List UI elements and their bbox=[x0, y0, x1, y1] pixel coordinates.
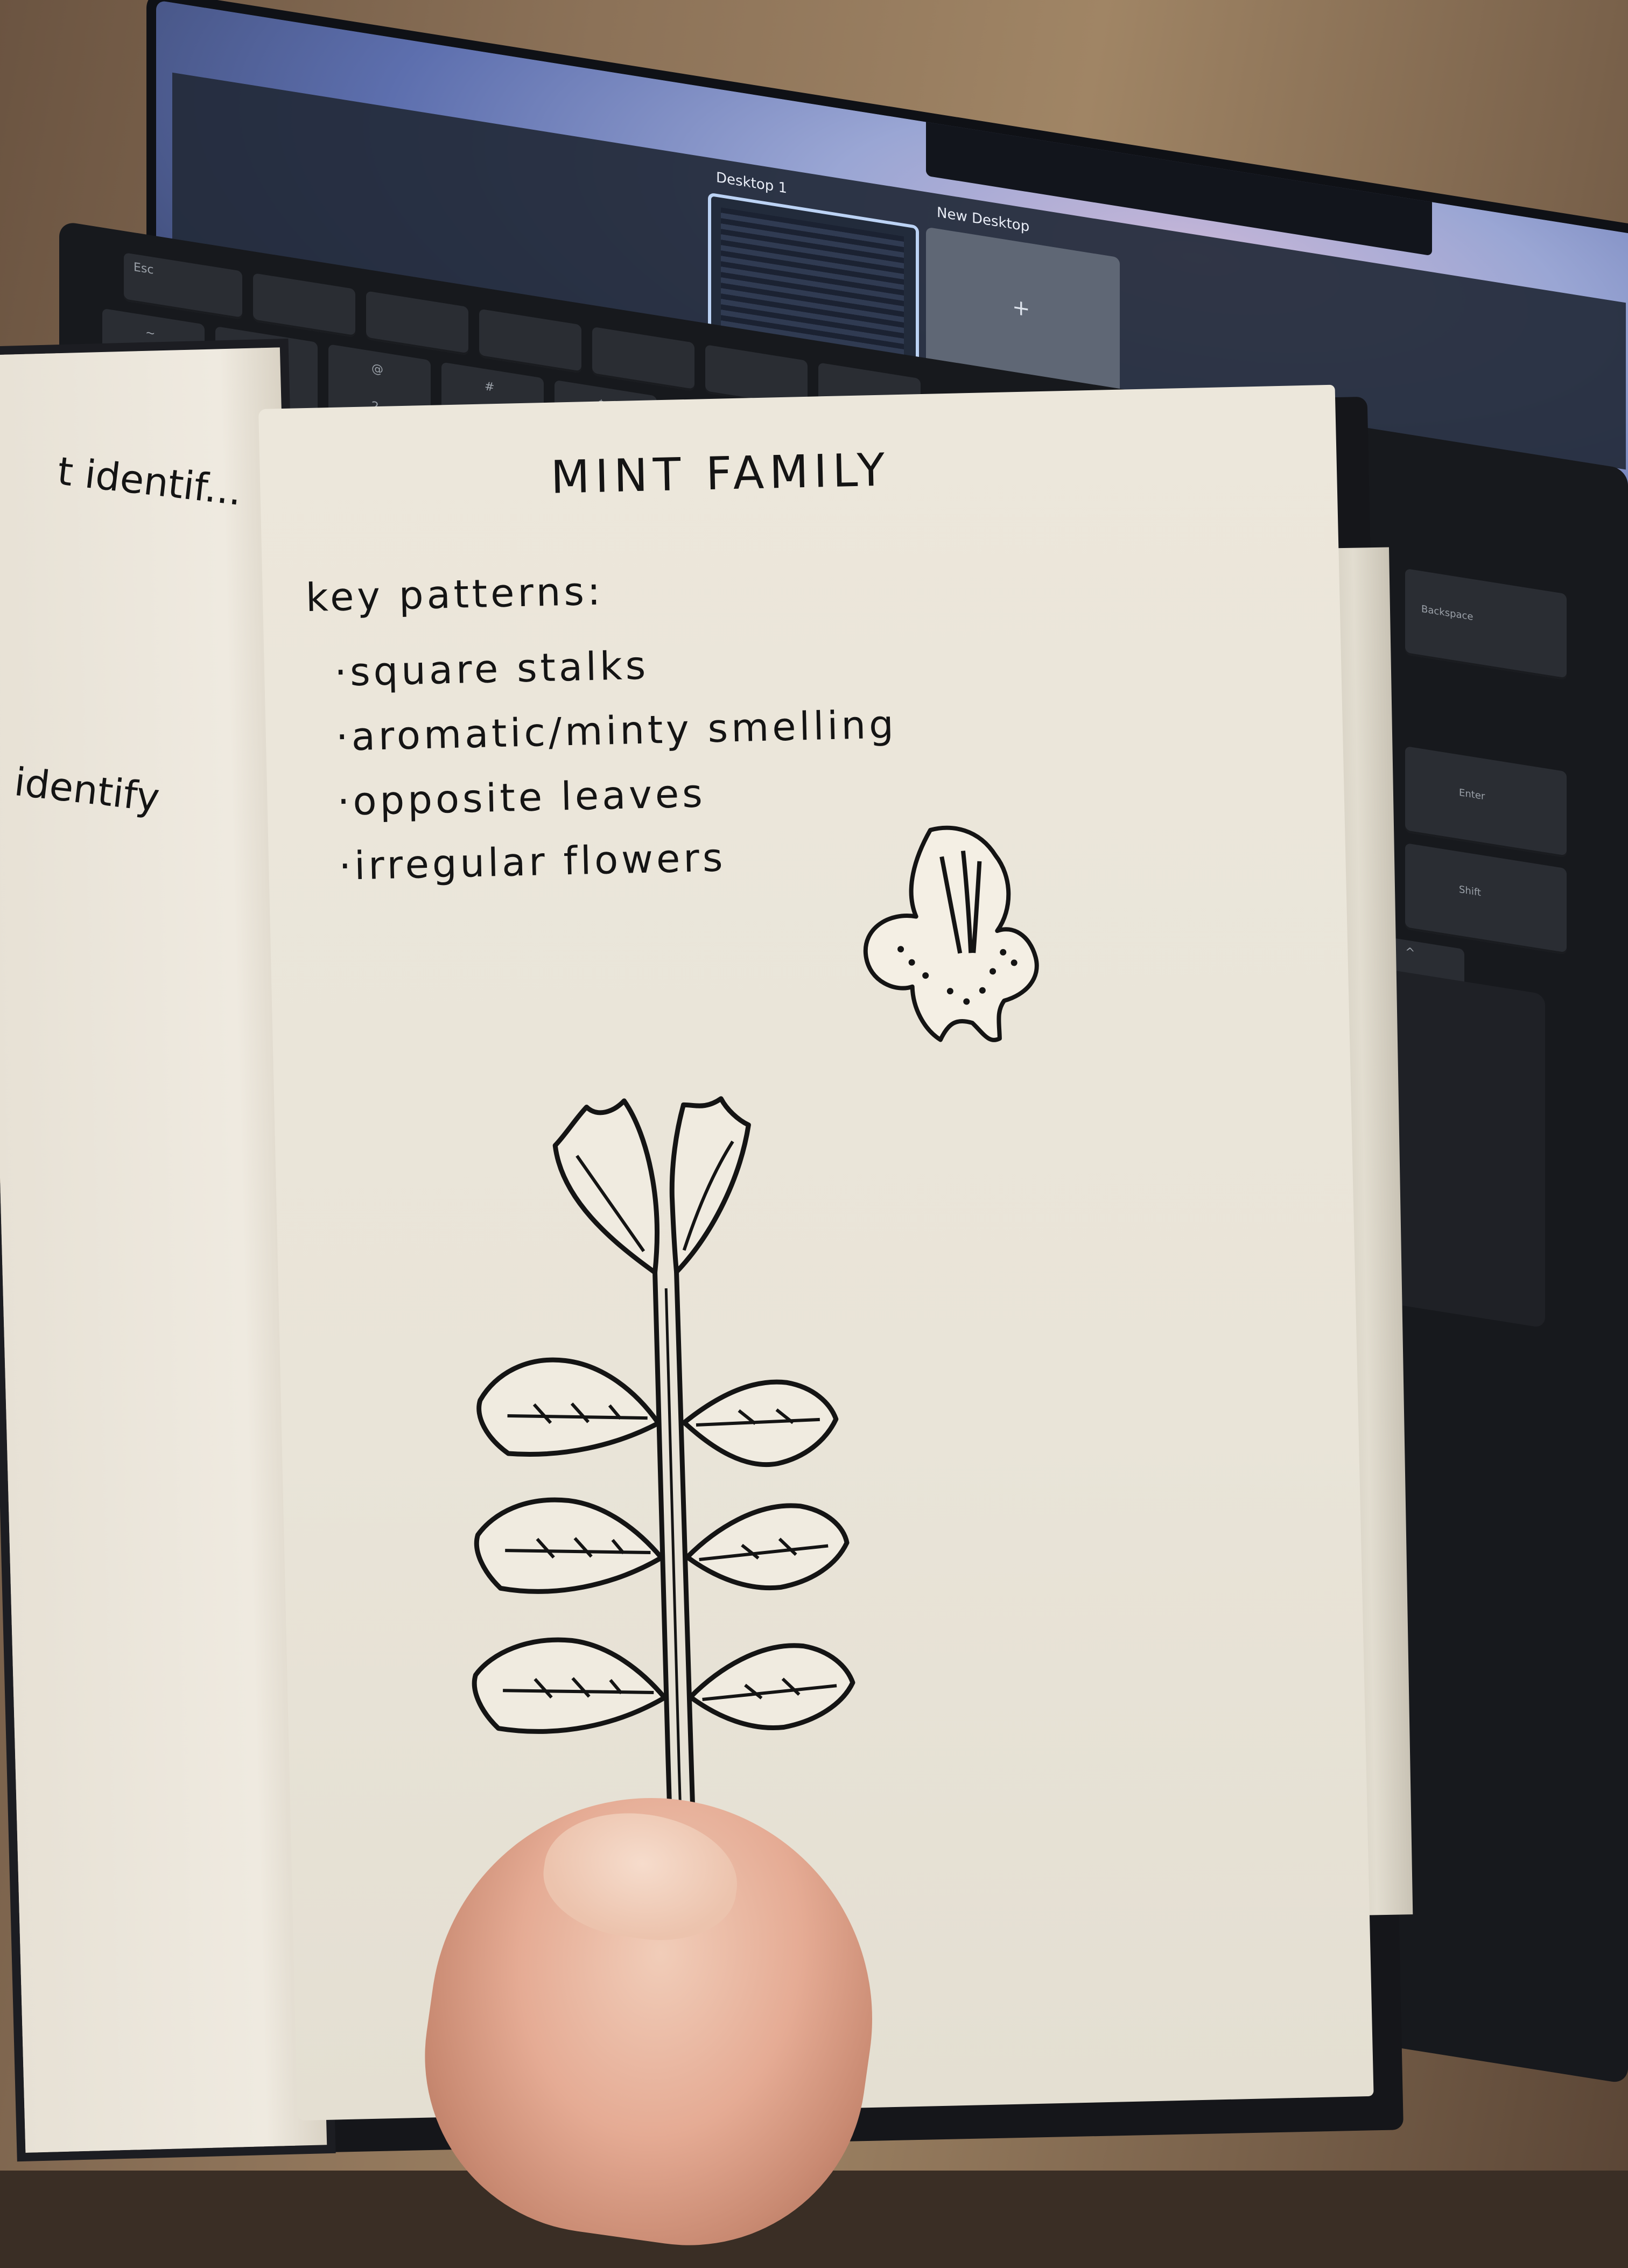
mint-leaf-drawing bbox=[472, 1096, 855, 1843]
key-shift[interactable]: Shift bbox=[1405, 842, 1567, 955]
key-f4[interactable] bbox=[592, 326, 694, 391]
key-f2[interactable] bbox=[366, 291, 468, 356]
key-enter[interactable]: Enter bbox=[1405, 746, 1567, 858]
mint-flower-drawing bbox=[863, 825, 1039, 1042]
key-esc[interactable]: Esc bbox=[124, 252, 242, 320]
key-f1[interactable] bbox=[253, 273, 355, 338]
left-page-text-2: identify bbox=[12, 759, 162, 821]
left-page-text-1: t identif... bbox=[55, 448, 244, 514]
plus-icon: + bbox=[1012, 294, 1030, 322]
notebook-right-page: MINT FAMILY key patterns: ·square stalks… bbox=[258, 384, 1374, 2121]
sketches bbox=[472, 825, 1039, 1843]
key-backspace[interactable]: Backspace bbox=[1405, 568, 1567, 680]
key-f3[interactable] bbox=[479, 308, 581, 374]
